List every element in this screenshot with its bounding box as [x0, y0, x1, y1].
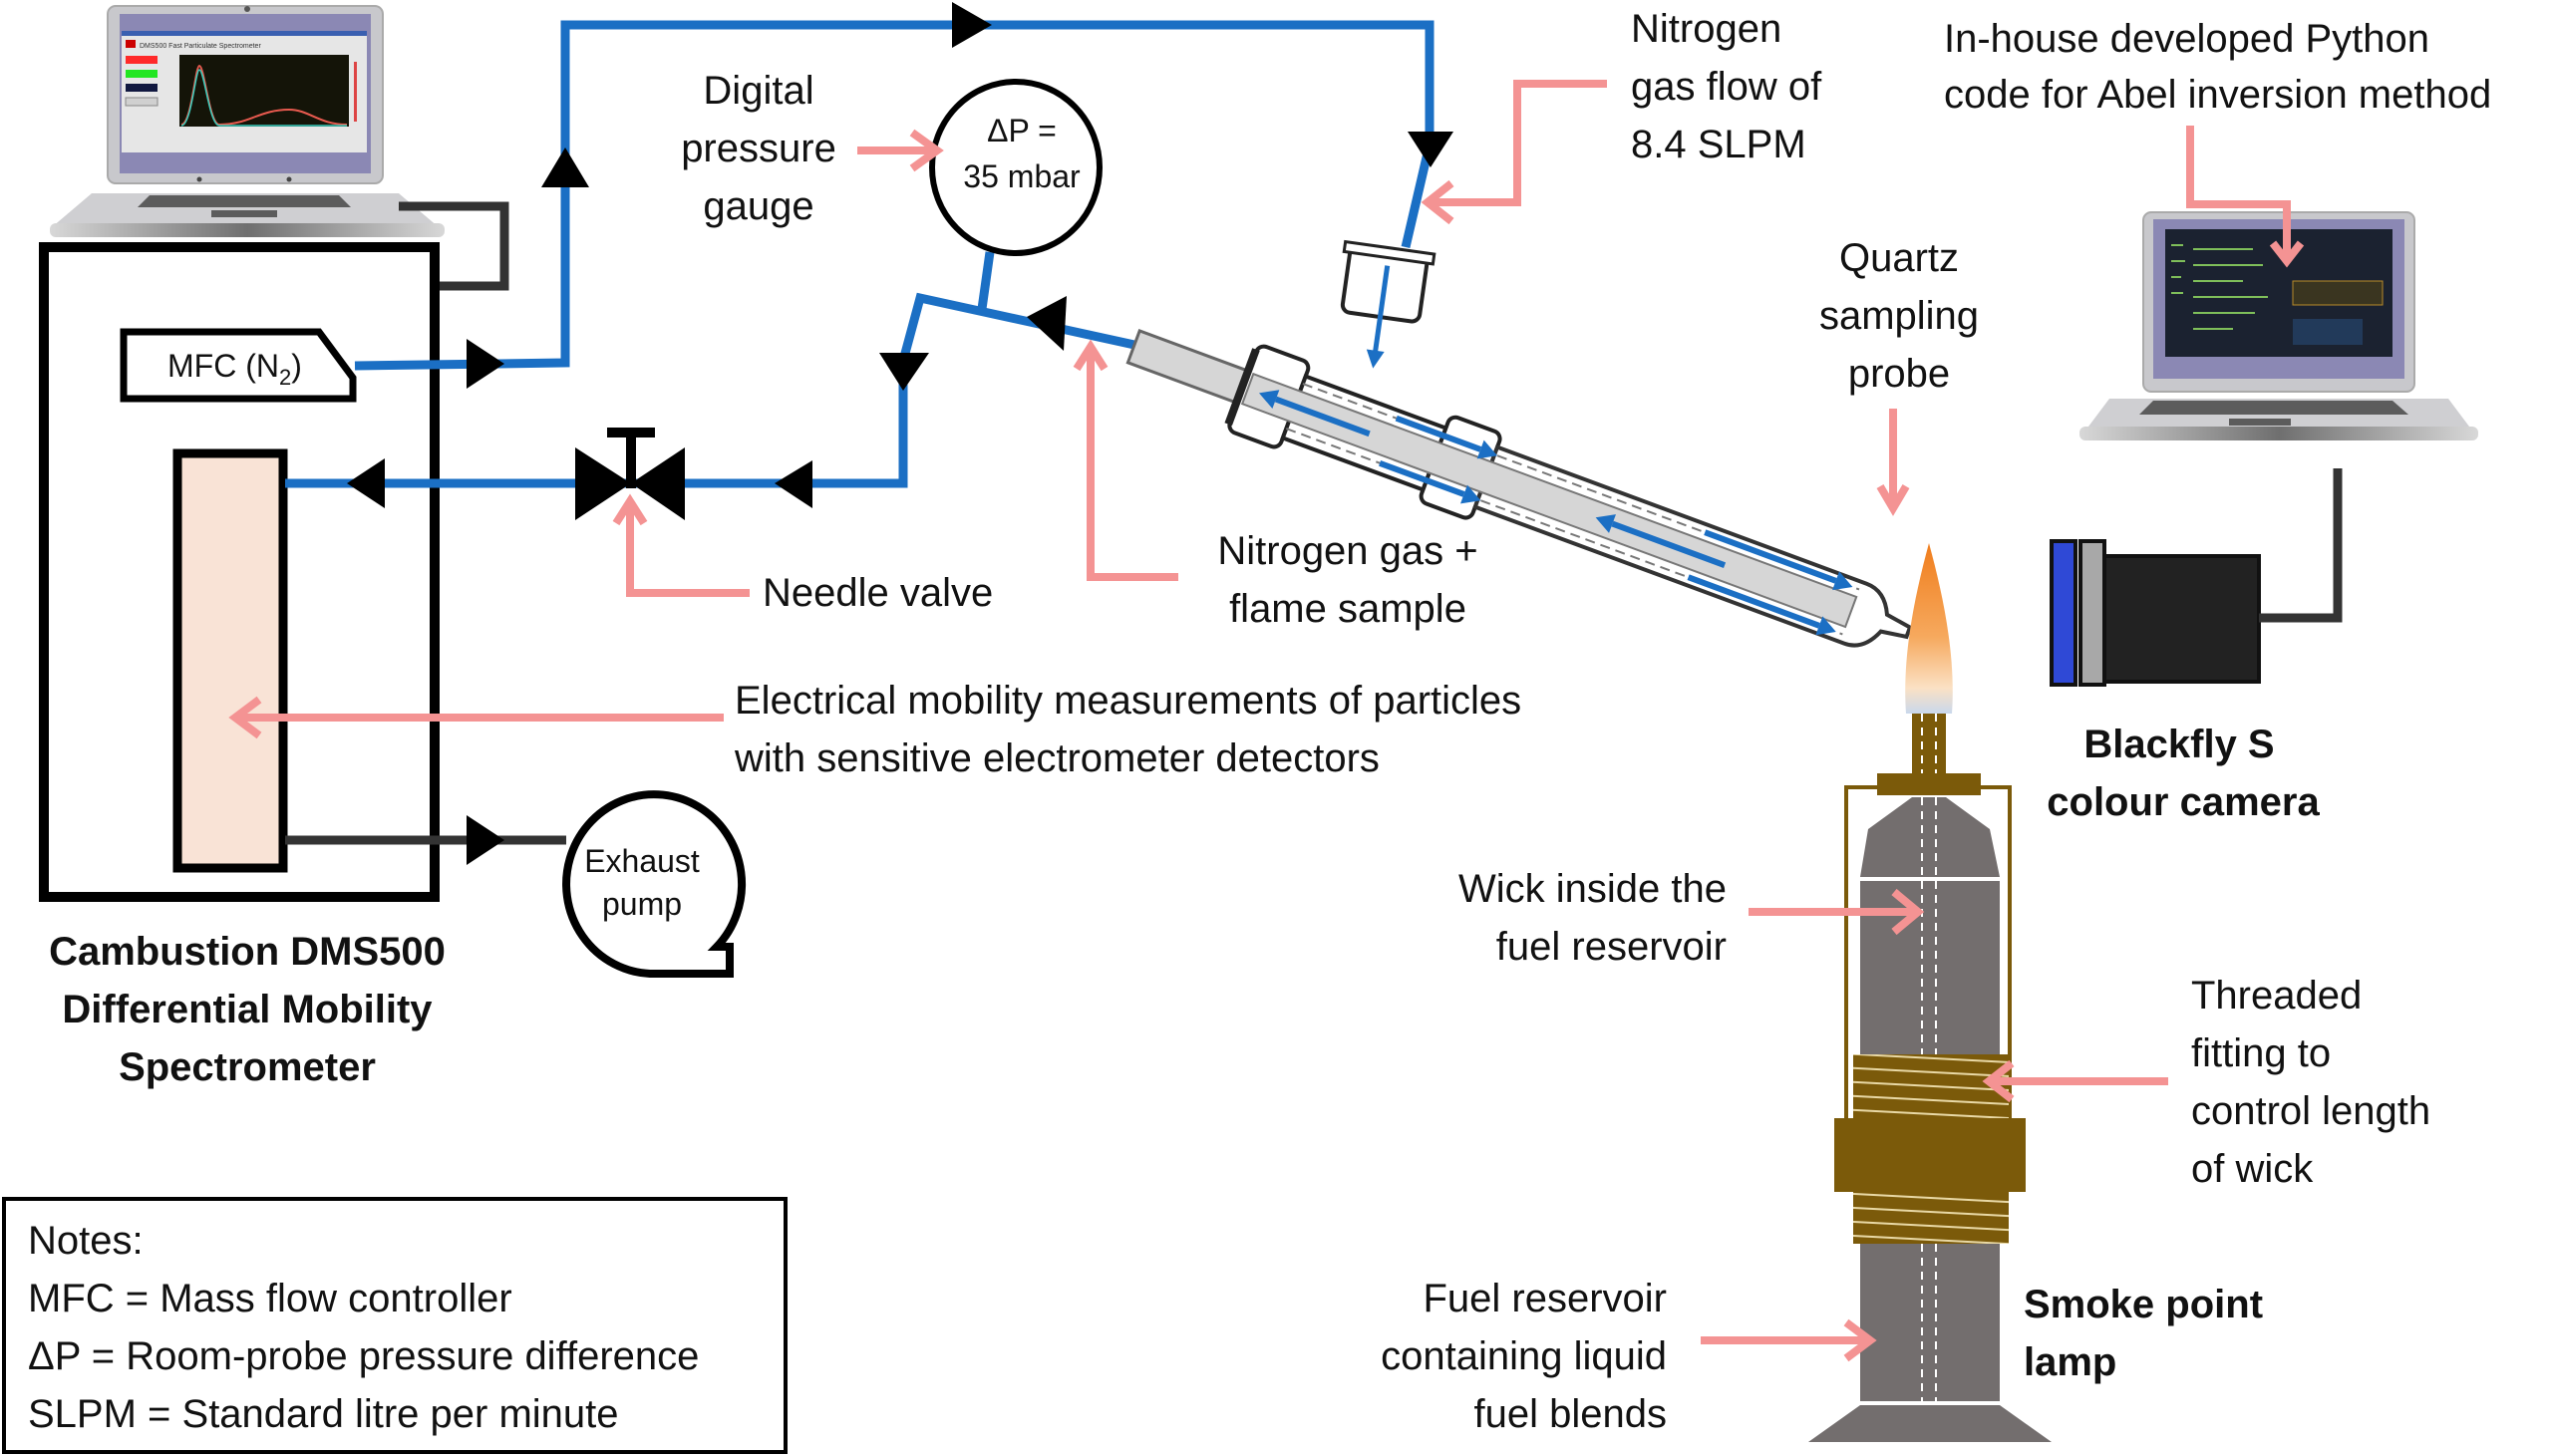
svg-text:fitting to: fitting to [2191, 1031, 2331, 1075]
svg-text:containing liquid: containing liquid [1381, 1334, 1667, 1378]
svg-text:gas flow of: gas flow of [1631, 65, 1822, 109]
threaded-fitting-pointer [1982, 1059, 2168, 1103]
electrical-mobility-label: Electrical mobility measurements of part… [734, 679, 1521, 780]
svg-text:sampling: sampling [1819, 294, 1979, 338]
wick-pointer [1749, 888, 1925, 936]
electrical-mobility-pointer [228, 696, 724, 739]
svg-text:Electrical mobility measuremen: Electrical mobility measurements of part… [735, 679, 1521, 723]
gauge-value: 35 mbar [963, 158, 1081, 194]
svg-text:flame sample: flame sample [1229, 587, 1466, 631]
svg-text:Fuel reservoir: Fuel reservoir [1423, 1277, 1667, 1320]
svg-text:In-house developed Python: In-house developed Python [1944, 17, 2429, 61]
svg-text:8.4 SLPM: 8.4 SLPM [1631, 123, 1806, 166]
svg-text:Spectrometer: Spectrometer [119, 1045, 376, 1089]
smoke-point-lamp [1808, 714, 2052, 1442]
flow-arrow-right [952, 2, 992, 48]
svg-text:Threaded: Threaded [2191, 974, 2362, 1018]
svg-text:fuel reservoir: fuel reservoir [1496, 925, 1727, 969]
laptop-cable [399, 201, 509, 291]
mfc-subscript: 2 [279, 365, 291, 390]
needle-valve-icon [575, 428, 685, 520]
sample-flow-label: Nitrogen gas + flame sample [1217, 529, 1477, 631]
smoke-point-lamp-label: Smoke point lamp [2024, 1283, 2263, 1384]
needle-valve-pointer [612, 493, 750, 597]
quartz-sampling-probe [1125, 329, 1913, 648]
svg-text:control length: control length [2191, 1089, 2430, 1133]
flow-arrow-left [775, 460, 812, 508]
svg-text:Cambustion DMS500: Cambustion DMS500 [49, 930, 446, 974]
fuel-reservoir-label: Fuel reservoir containing liquid fuel bl… [1381, 1277, 1667, 1436]
svg-text:probe: probe [1848, 352, 1950, 396]
camera-label: Blackfly S colour camera [2047, 723, 2320, 824]
python-pointer [2186, 126, 2305, 268]
notes-box: Notes: MFC = Mass flow controller ΔP = R… [2, 1197, 788, 1454]
notes-title: Notes: [28, 1219, 144, 1263]
mfc-label: MFC (N [167, 348, 279, 384]
wick-label: Wick inside the fuel reservoir [1458, 867, 1727, 969]
svg-text:of wick: of wick [2191, 1147, 2314, 1191]
svg-text:fuel blends: fuel blends [1474, 1392, 1667, 1436]
nitrogen-flow-label: Nitrogen gas flow of 8.4 SLPM [1631, 7, 1822, 166]
svg-text:colour camera: colour camera [2047, 780, 2320, 824]
laptop-screen-title: DMS500 Fast Particulate Spectrometer [140, 43, 261, 50]
digital-pressure-gauge: ΔP = 35 mbar [929, 79, 1103, 256]
flow-arrow-left [1027, 296, 1067, 351]
dms-caption: Cambustion DMS500 Differential Mobility … [49, 930, 446, 1089]
nitrogen-flow-pointer [1421, 80, 1607, 225]
svg-text:Nitrogen: Nitrogen [1631, 7, 1781, 51]
flow-arrow-down [879, 353, 929, 391]
mfc-close: ) [291, 348, 302, 384]
tee-fitting-inlet [1340, 239, 1436, 369]
exhaust-pump-icon: Exhaust pump [562, 790, 747, 978]
gauge-tap-line [977, 251, 995, 310]
electrometer-detector-column [172, 448, 288, 873]
note-line: SLPM = Standard litre per minute [28, 1392, 619, 1436]
svg-text:code for Abel inversion method: code for Abel inversion method [1944, 73, 2491, 117]
flame-icon [1905, 543, 1953, 714]
svg-text:pump: pump [602, 886, 682, 922]
python-code-label: In-house developed Python code for Abel … [1944, 17, 2491, 117]
gauge-pointer-arrow [857, 129, 944, 172]
threaded-fitting-label: Threaded fitting to control length of wi… [2191, 974, 2430, 1191]
svg-text:Differential Mobility: Differential Mobility [62, 988, 433, 1031]
gauge-label: Digital pressure gauge [681, 69, 836, 228]
flow-arrow-right [467, 339, 504, 389]
mfc-n2-box: MFC (N2) [120, 328, 357, 403]
svg-text:Exhaust: Exhaust [584, 843, 700, 879]
svg-text:Blackfly S: Blackfly S [2083, 723, 2274, 766]
svg-text:pressure: pressure [681, 127, 836, 170]
nitrogen-supply-line [354, 20, 1435, 371]
pointer-arrows [228, 80, 2305, 1362]
svg-text:Smoke point: Smoke point [2024, 1283, 2263, 1326]
svg-text:with sensitive electrometer de: with sensitive electrometer detectors [734, 736, 1380, 780]
svg-text:lamp: lamp [2024, 1340, 2116, 1384]
svg-text:Wick inside the: Wick inside the [1458, 867, 1727, 911]
sample-flow-pointer [1073, 339, 1178, 581]
flow-arrow-down [1408, 132, 1453, 167]
flow-arrow-right [467, 815, 504, 865]
needle-valve-label: Needle valve [763, 571, 993, 615]
flow-arrow-up [541, 147, 589, 187]
fuel-reservoir-pointer [1701, 1318, 1877, 1362]
quartz-probe-label: Quartz sampling probe [1819, 236, 1979, 396]
svg-text:Nitrogen gas +: Nitrogen gas + [1217, 529, 1477, 573]
svg-text:MFC (N2): MFC (N2) [167, 348, 302, 390]
svg-text:gauge: gauge [703, 184, 813, 228]
note-line: ΔP = Room-probe pressure difference [28, 1334, 699, 1378]
laptop-dms-software: DMS500 Fast Particulate Spectrometer [50, 5, 445, 237]
blackfly-camera-icon [2050, 539, 2261, 687]
camera-cable [2259, 468, 2343, 623]
flow-arrow-left [347, 458, 385, 508]
svg-text:Digital: Digital [703, 69, 813, 113]
gauge-delta-p: ΔP = [987, 113, 1057, 148]
quartz-probe-pointer [1876, 409, 1910, 516]
note-line: MFC = Mass flow controller [28, 1277, 512, 1320]
svg-text:Quartz: Quartz [1839, 236, 1959, 280]
